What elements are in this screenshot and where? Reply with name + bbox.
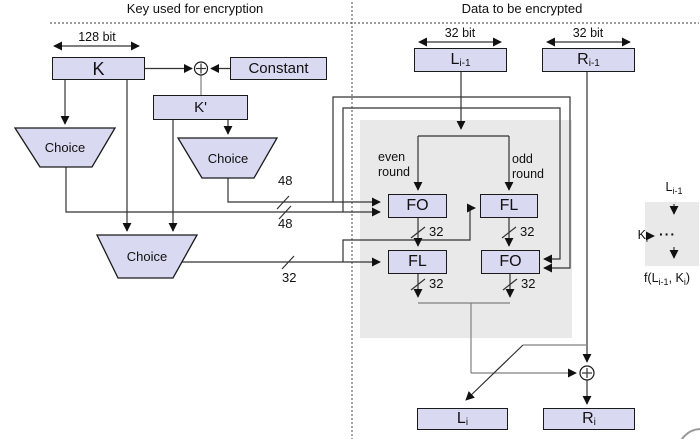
- l-width-label: 32 bit: [444, 26, 476, 40]
- legend-input-label: Li-1: [665, 180, 683, 196]
- bus-48-upper-label: 48: [278, 173, 293, 188]
- fo-odd-box: FO: [481, 250, 540, 274]
- odd-round-label: odd round: [512, 152, 544, 181]
- k-prime-box: K': [153, 95, 248, 120]
- roundkey-feedback-lines: [332, 96, 571, 273]
- legend-dots: ···: [659, 226, 676, 242]
- bus-48-lower-label: 48: [278, 216, 293, 231]
- legend-arrows: [645, 204, 679, 259]
- constant-box: Constant: [230, 57, 327, 80]
- xor-feistel-icon: [579, 365, 595, 381]
- fl-even-box: FL: [388, 250, 447, 274]
- xor-key-icon: [193, 61, 209, 76]
- datapath-lines: [413, 37, 631, 405]
- bus-32-key-label: 32: [282, 270, 297, 285]
- bus-width-slashes: [276, 195, 518, 291]
- choice-1-shape: [13, 127, 117, 168]
- data-section-title: Data to be encrypted: [461, 1, 583, 16]
- legend-output-label: f(Li-1, Ki): [643, 271, 691, 287]
- choice-3-label: Choice: [126, 249, 168, 264]
- corner-logo-arc: [680, 428, 700, 439]
- choice-2-label: Choice: [207, 151, 249, 166]
- out-32-fo-odd: 32: [521, 276, 536, 291]
- out-32-fl-even: 32: [429, 276, 444, 291]
- r-width-label: 32 bit: [572, 26, 604, 40]
- key-section-title: Key used for encryption: [126, 1, 264, 16]
- fo-even-box: FO: [388, 194, 447, 218]
- even-round-label: even round: [378, 150, 410, 179]
- round-function-panel: [360, 120, 572, 338]
- key-width-label: 128 bit: [78, 30, 116, 44]
- out-32-fl-odd: 32: [520, 224, 535, 239]
- fl-odd-box: FL: [480, 194, 538, 218]
- choice-2-shape: [176, 137, 279, 179]
- out-32-fo-even: 32: [429, 224, 444, 239]
- section-separators: [50, 2, 699, 439]
- choice-output-lines: [65, 167, 381, 267]
- choice-1-label: Choice: [44, 140, 86, 155]
- key-k-box: K: [52, 57, 145, 80]
- legend-key-label: Ki: [637, 228, 648, 244]
- choice-3-shape: [95, 234, 199, 279]
